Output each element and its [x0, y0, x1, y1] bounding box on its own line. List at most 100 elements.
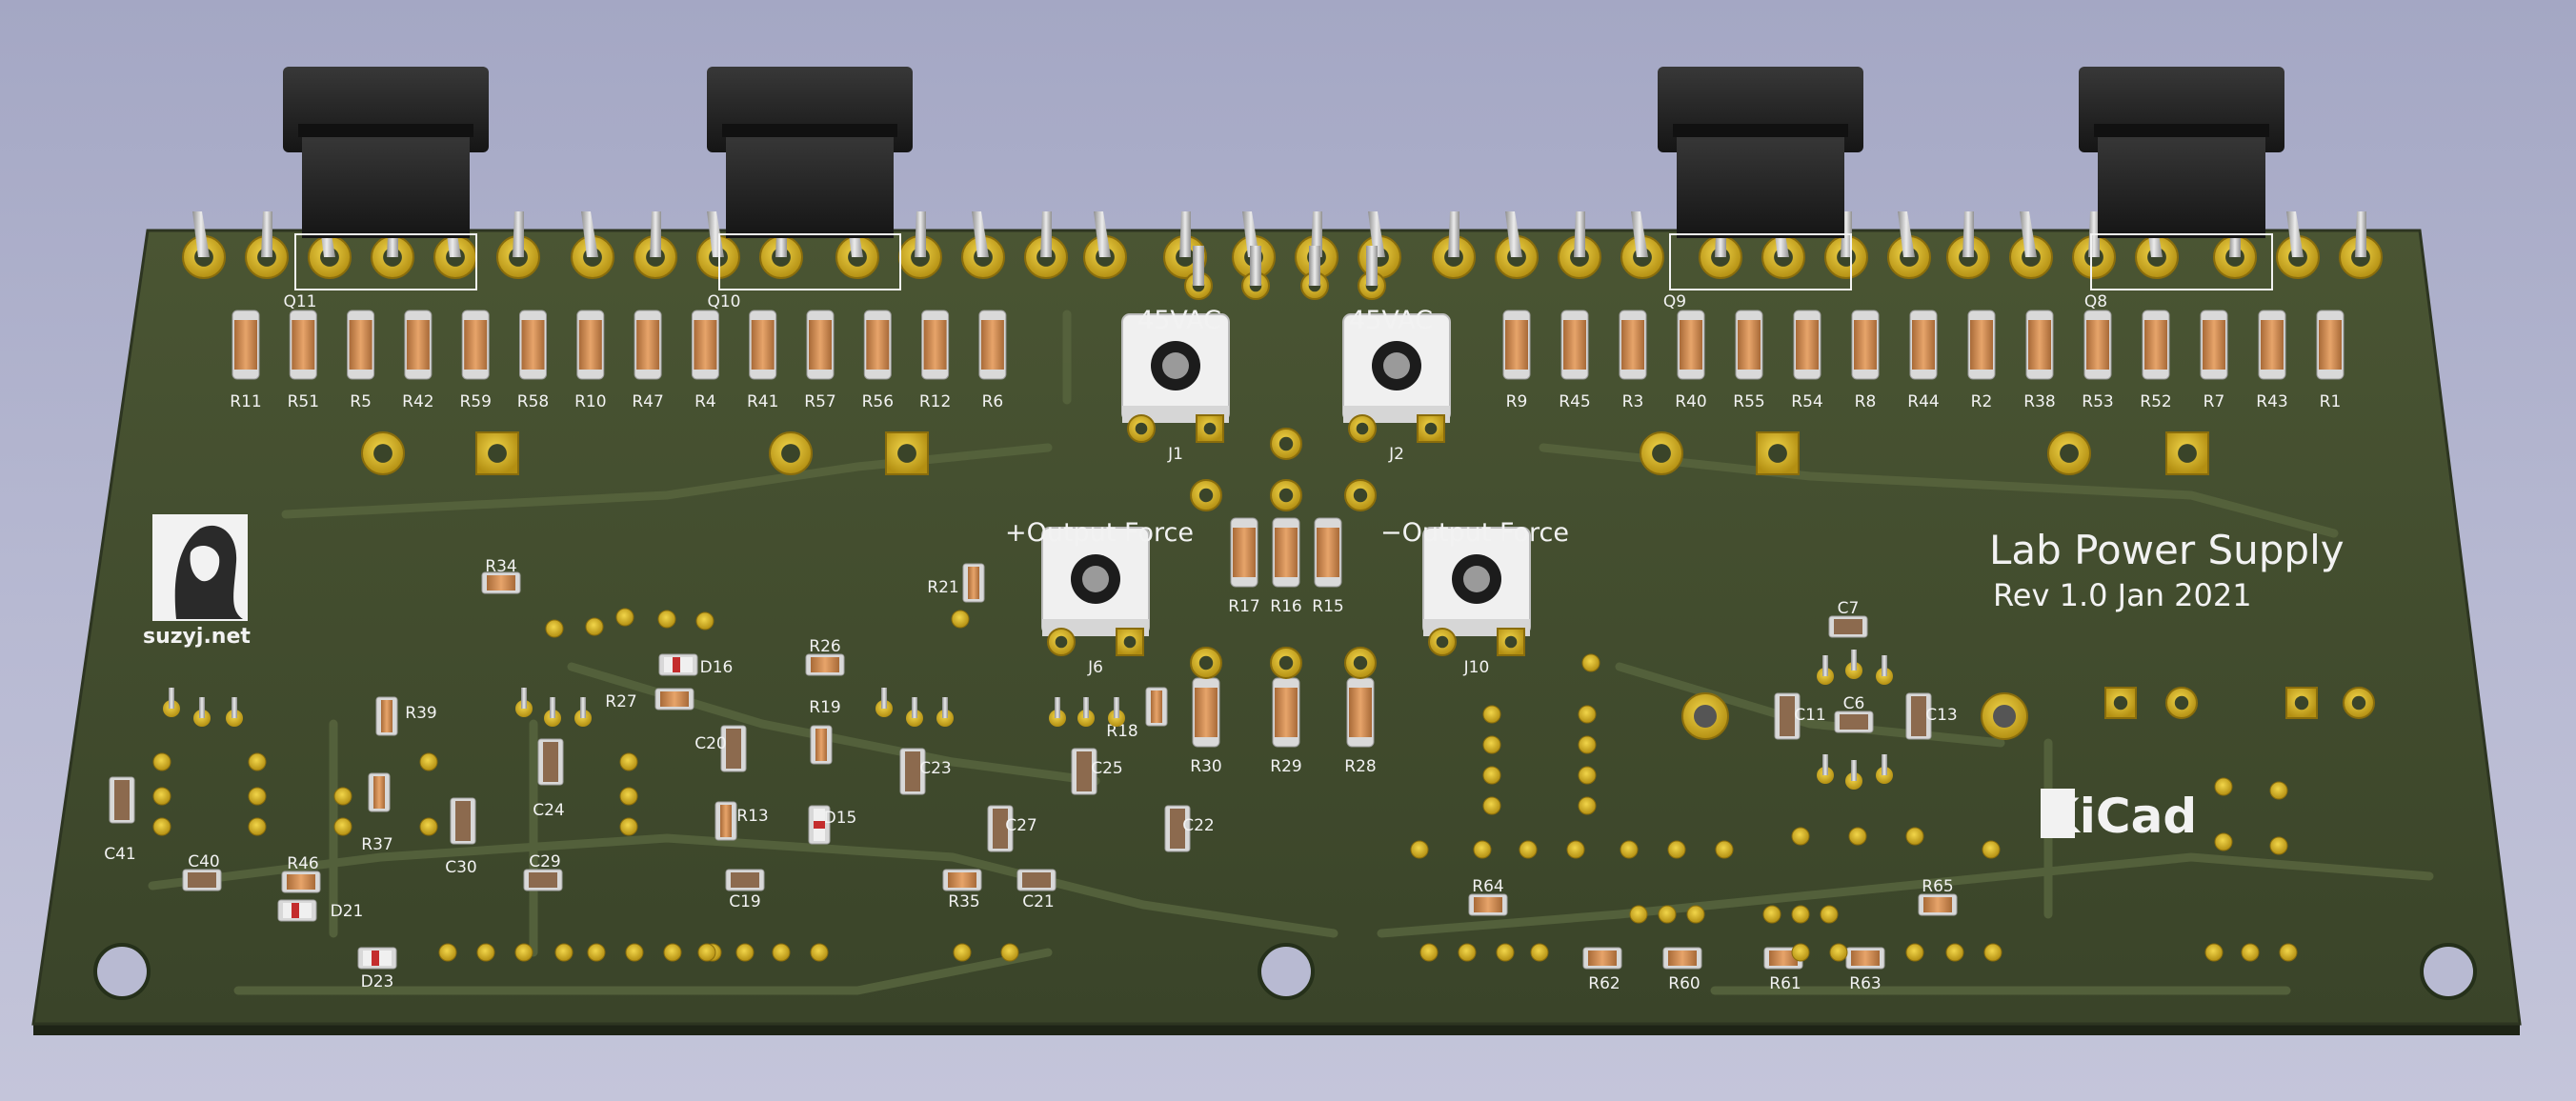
- drill-hole: [1278, 655, 1294, 671]
- via-pad: [1473, 840, 1492, 859]
- resistor-body: [1505, 320, 1528, 370]
- resistor-body: [487, 575, 515, 591]
- via-pad: [1667, 840, 1686, 859]
- resistor-body: [1588, 951, 1617, 966]
- capacitor-body: [455, 801, 471, 841]
- terminal-screw: [1162, 352, 1189, 379]
- via-pad: [152, 752, 171, 771]
- resistor-body: [2086, 320, 2109, 370]
- center-resistor-body: [1275, 528, 1298, 577]
- resistor-ref: R8: [1855, 392, 1877, 411]
- capacitor-body: [905, 751, 920, 791]
- drill-hole: [781, 444, 800, 463]
- via-pad: [772, 943, 791, 962]
- part-ref: R35: [948, 892, 979, 911]
- component-lead: [231, 697, 237, 718]
- resistor-body: [636, 320, 660, 370]
- part-ref: C23: [919, 759, 952, 778]
- drill-hole: [2351, 695, 2366, 711]
- terminal-ref: J6: [1087, 658, 1103, 677]
- via-pad: [1000, 943, 1019, 962]
- part-ref: C19: [729, 892, 761, 911]
- component-lead: [199, 697, 205, 718]
- resistor-body: [1474, 897, 1502, 912]
- via-pad: [735, 943, 755, 962]
- capacitor-body: [1022, 872, 1051, 888]
- via-pad: [585, 617, 604, 636]
- via-pad: [1482, 705, 1501, 724]
- via-pad: [951, 610, 970, 629]
- resistor-ref: R7: [2204, 392, 2225, 411]
- via-pad: [248, 787, 267, 806]
- resistor-ref: R28: [1344, 757, 1376, 776]
- part-ref: C22: [1182, 816, 1215, 835]
- drill-hole: [1353, 488, 1368, 503]
- part-ref: D21: [331, 902, 364, 921]
- resistor-body: [811, 657, 839, 672]
- resistor-body: [406, 320, 430, 370]
- resistor-ref: R15: [1312, 597, 1343, 616]
- kicad-logo: KiCad: [2041, 789, 2197, 844]
- via-pad: [545, 619, 564, 638]
- part-ref: R39: [405, 704, 436, 723]
- via-pad: [1578, 796, 1597, 815]
- header-pin: [1366, 246, 1378, 286]
- part-ref: R19: [809, 698, 840, 717]
- capacitor-body: [1911, 696, 1926, 736]
- capacitor-body: [543, 742, 558, 782]
- header-pin: [1631, 211, 1648, 257]
- center-resistor-body: [1275, 688, 1298, 737]
- resistor-body: [660, 691, 689, 707]
- resistor-body: [1563, 320, 1586, 370]
- drill-hole: [1652, 444, 1671, 463]
- terminal-ref: J2: [1388, 445, 1404, 464]
- diode-band: [814, 821, 825, 829]
- component-lead: [1055, 697, 1060, 718]
- resistor-ref: R59: [459, 392, 491, 411]
- header-pin: [972, 211, 989, 257]
- resistor-body: [1151, 691, 1162, 723]
- large-pad-post: [1993, 705, 2016, 728]
- diode-band: [292, 903, 299, 918]
- transistor-ref: Q10: [707, 292, 740, 311]
- component-lead: [912, 697, 917, 718]
- part-ref: D16: [700, 658, 734, 677]
- via-pad: [476, 943, 495, 962]
- resistor-body: [292, 320, 315, 370]
- via-pad: [1945, 943, 1964, 962]
- via-pad: [152, 787, 171, 806]
- drill-hole: [2113, 695, 2128, 711]
- part-ref: C21: [1022, 892, 1055, 911]
- terminal-screw: [1463, 566, 1490, 592]
- resistor-body: [1923, 897, 1952, 912]
- via-pad: [1519, 840, 1538, 859]
- terminal-ref: J10: [1463, 658, 1490, 677]
- capacitor-body: [114, 780, 130, 820]
- resistor-body: [980, 320, 1004, 370]
- component-lead: [942, 697, 948, 718]
- via-pad: [1982, 840, 2001, 859]
- drill-hole: [2060, 444, 2079, 463]
- resistor-ref: R17: [1228, 597, 1259, 616]
- via-pad: [1530, 943, 1549, 962]
- center-resistor-body: [1349, 688, 1372, 737]
- component-lead: [1114, 697, 1119, 718]
- resistor-body: [1621, 320, 1644, 370]
- terminal-ref: J1: [1167, 445, 1183, 464]
- component-lead: [1822, 754, 1828, 775]
- via-pad: [1829, 943, 1848, 962]
- power-pads: [361, 428, 2209, 679]
- via-pad: [2241, 943, 2260, 962]
- via-pad: [1566, 840, 1585, 859]
- drill-hole: [488, 444, 507, 463]
- capacitor-body: [1834, 619, 1862, 634]
- resistor-body: [381, 700, 392, 732]
- transistor-ref: Q9: [1663, 292, 1686, 311]
- resistor-ref: R42: [402, 392, 433, 411]
- capacitor-body: [731, 872, 759, 888]
- via-pad: [248, 752, 267, 771]
- capacitor-body: [188, 872, 216, 888]
- part-ref: C41: [104, 845, 136, 864]
